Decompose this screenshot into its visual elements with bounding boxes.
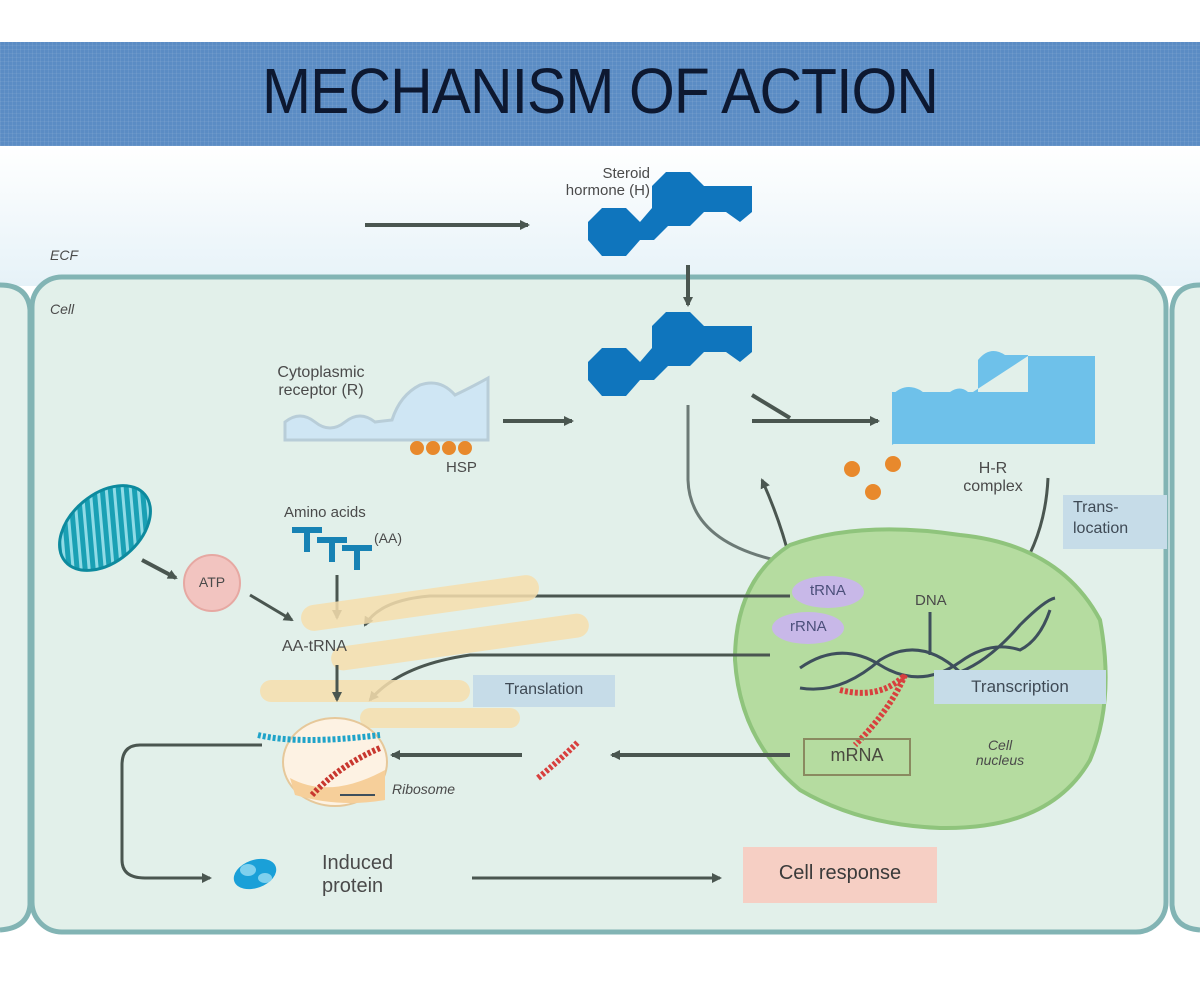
hr-complex-shape [892, 351, 1095, 445]
title-band: MECHANISM OF ACTION [0, 42, 1200, 146]
endoplasmic-reticulum [260, 575, 589, 728]
induced-protein-label-line1: Induced [322, 852, 394, 874]
cell-response-box [743, 847, 937, 903]
hormone-to-nucleus-path [686, 405, 776, 562]
cytoplasmic-receptor-shape [283, 375, 490, 442]
ribosome-shape [257, 717, 388, 807]
arrow-ribosome-to-protein [120, 743, 262, 883]
atp-circle [183, 554, 241, 612]
hr-complex-label: H-R complex [938, 460, 1048, 495]
induced-protein-icon [233, 858, 277, 890]
dna-helix [799, 596, 1056, 691]
steroid-hormone-label-line1: Steroid [602, 165, 650, 182]
cytoplasmic-receptor-label-line2: receptor (R) [278, 381, 364, 399]
trna-highlight [792, 576, 864, 608]
hsp-label: HSP [446, 459, 477, 476]
steroid-hormone-label-line2: hormone (H) [565, 181, 650, 199]
steroid-hormone-intracellular-shape [588, 312, 752, 396]
translocation-label-line2: location [1073, 519, 1129, 537]
ribosome-label: Ribosome [392, 781, 456, 797]
neighbor-cell-right [1169, 282, 1200, 933]
steroid-hormone-shape [588, 172, 752, 256]
cell-nucleus-label-line2: nucleus [975, 752, 1025, 769]
cytoplasmic-receptor-label: Cytoplasmic receptor (R) [250, 364, 392, 399]
neighbor-cell-left [0, 282, 33, 933]
translocation-box [1063, 495, 1167, 549]
cell-label: Cell [50, 301, 75, 317]
hsp-dots [410, 441, 472, 455]
cell-response-label: Cell response [778, 862, 902, 884]
aa-abbrev-label: (AA) [374, 530, 402, 546]
mitochondrion-icon [58, 484, 152, 572]
arrow-atp-to-aatrna [249, 593, 294, 622]
steroid-hormone-label: Steroid hormone (H) [535, 165, 650, 199]
released-hsp-dots [844, 456, 901, 500]
mrna-box [803, 738, 911, 776]
mrna-strand-nucleus [839, 672, 908, 748]
translocation-label-line1: Trans- [1073, 499, 1119, 516]
cell-nucleus-label: Cell nucleus [955, 737, 1045, 769]
dna-label: DNA [915, 592, 947, 609]
arrow-hr-formation [750, 393, 878, 421]
page-title: MECHANISM OF ACTION [261, 55, 939, 127]
hr-complex-label-line1: H-R [978, 460, 1008, 477]
amino-acids-icon [292, 527, 372, 570]
aa-trna-label: AA-tRNA [282, 638, 347, 655]
transcription-box [934, 670, 1106, 704]
mrna-label: mRNA [830, 745, 884, 765]
rrna-highlight [772, 612, 844, 644]
hr-complex-label-line2: complex [963, 477, 1023, 495]
rrna-label: rRNA [790, 618, 827, 635]
transcription-label: Transcription [971, 677, 1069, 696]
arrow-mito-to-atp [141, 558, 178, 580]
atp-label: ATP [198, 574, 226, 590]
trna-label: tRNA [810, 582, 846, 599]
amino-acids-label: Amino acids [284, 504, 366, 521]
mrna-strand-cytoplasm [536, 739, 581, 781]
ecf-label: ECF [50, 247, 78, 263]
induced-protein-label: Induced protein [322, 852, 393, 898]
cytoplasmic-receptor-label-line1: Cytoplasmic [277, 364, 365, 381]
translation-box [473, 675, 615, 707]
translocation-label: Trans- location [1073, 498, 1128, 540]
cell-nucleus-label-line1: Cell [987, 737, 1013, 753]
induced-protein-label-line2: protein [322, 875, 384, 897]
translation-label: Translation [504, 681, 584, 698]
